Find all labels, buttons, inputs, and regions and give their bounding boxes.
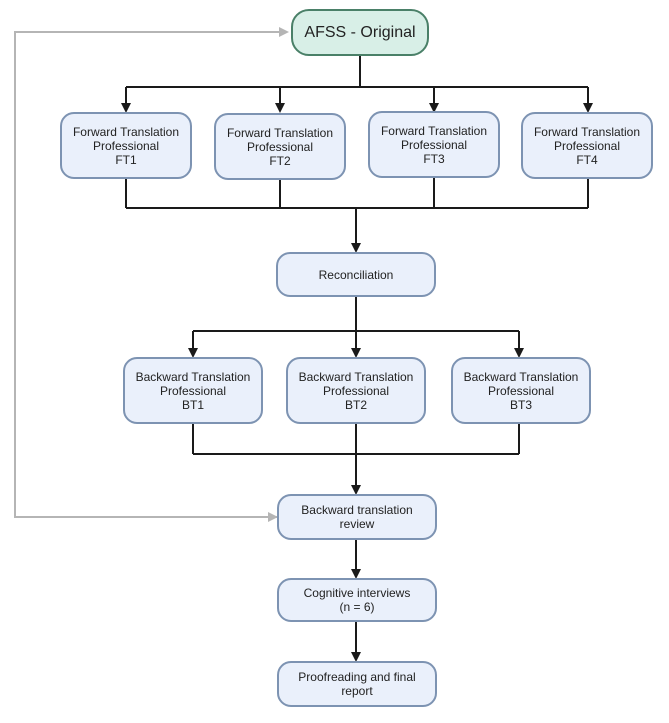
node-text-line: FT3 [423,151,445,166]
node-text-line: BT3 [509,397,532,412]
node-text-line: review [339,517,375,531]
node-text-line: (n = 6) [339,600,375,614]
node-text-line: Backward Translation [298,369,414,384]
node-text-line: Professional [400,137,468,152]
node-text-line: AFSS - Original [304,23,416,41]
node-text-line: Cognitive interviews [303,586,411,600]
node-text-line: Professional [553,138,621,153]
edge-feedback-loop [14,27,289,518]
node-text-line: Forward Translation [226,125,334,140]
node-text-line: Forward Translation [380,123,488,138]
node-text-line: Reconciliation [318,267,394,282]
node-text-line: Forward Translation [533,124,641,139]
node-reconciliation: Reconciliation [276,252,436,297]
node-text-line: Professional [246,139,314,154]
node-text-line: FT2 [269,153,291,168]
node-text-line: BT2 [344,397,367,412]
node-text-line: Professional [159,383,227,398]
node-text-line: Backward translation [301,503,413,517]
node-text-line: FT4 [576,152,598,167]
node-text-line: report [341,684,373,698]
node-text-line: FT1 [115,152,137,167]
node-afss-original: AFSS - Original [291,9,429,56]
node-text-line: Professional [322,383,390,398]
node-cognitive-interviews: Cognitive interviews(n = 6) [277,578,437,622]
node-text-line: BT1 [181,397,204,412]
node-text-line: Backward Translation [463,369,579,384]
node-text-line: Forward Translation [72,124,180,139]
node-text-line: Proofreading and final [298,670,416,684]
node-text-line: Professional [487,383,555,398]
node-text-line: Professional [92,138,160,153]
node-text-line: Backward Translation [135,369,251,384]
